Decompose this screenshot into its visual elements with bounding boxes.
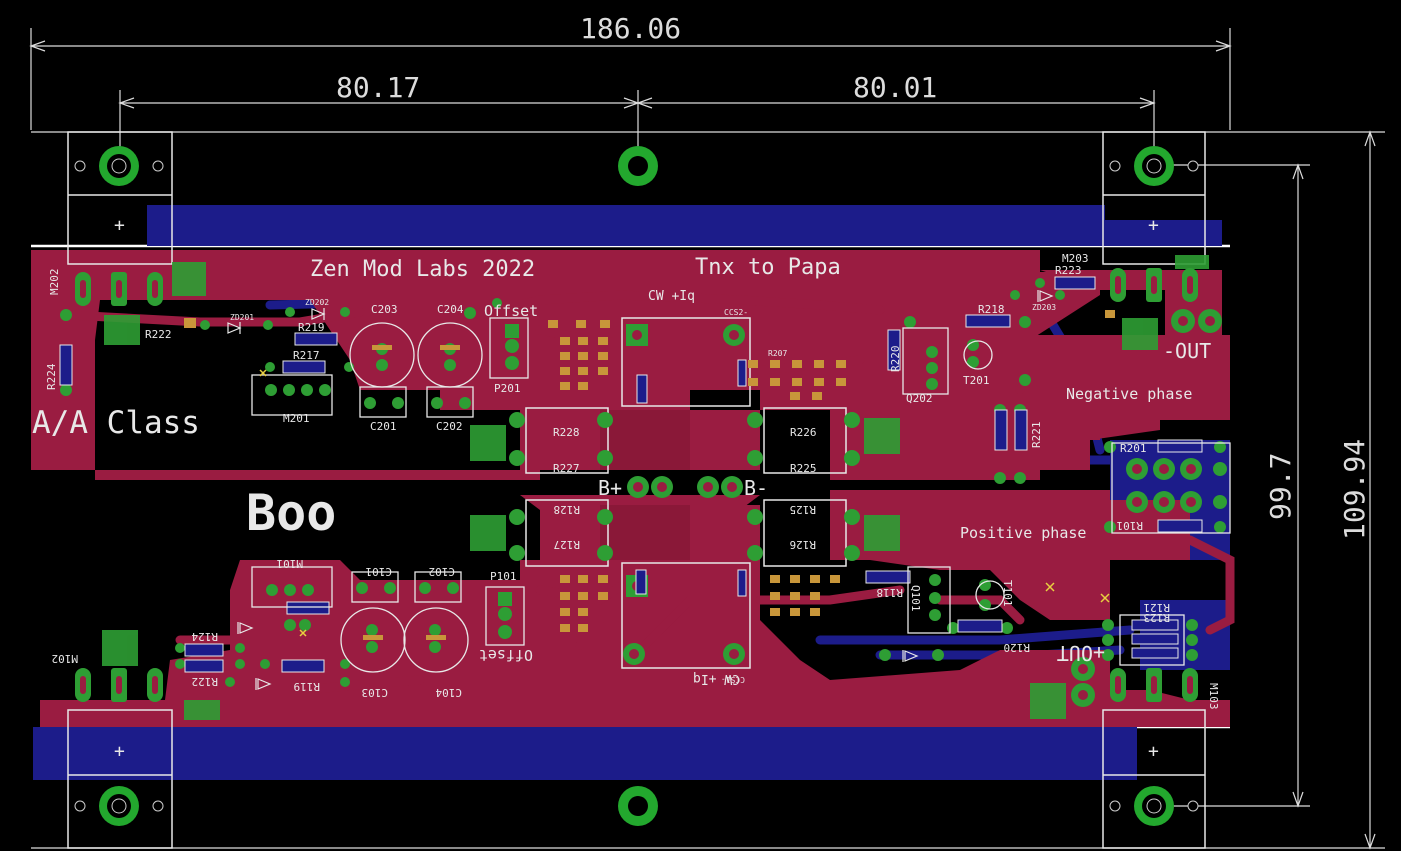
ref-t201: T201	[963, 374, 990, 387]
ref-ccs1: CCS1-	[721, 675, 745, 684]
ref-c204: C204	[437, 303, 464, 316]
ref-r124: R124	[191, 630, 218, 643]
ref-p201: P201	[494, 382, 521, 395]
ref-r126: R126	[790, 538, 817, 551]
dim-overall-width: 186.06	[580, 12, 681, 45]
mosfet-outlines	[67, 131, 1206, 849]
ref-r201: R201	[1120, 442, 1147, 455]
ref-c104: C104	[435, 686, 462, 699]
ref-r221: R221	[1030, 422, 1043, 449]
label-thanks: Tnx to Papa	[695, 255, 841, 280]
ref-q101: Q101	[909, 585, 922, 612]
dim-left-span: 80.17	[336, 71, 420, 104]
ref-r222: R222	[145, 328, 172, 341]
label-b-plus: B+	[598, 476, 622, 500]
ref-c203: C203	[371, 303, 398, 316]
dim-overall-height: 109.94	[1338, 439, 1371, 540]
ref-r121: R121	[1144, 601, 1171, 614]
ref-r223: R223	[1055, 264, 1082, 277]
ref-r217: R217	[293, 349, 320, 362]
label-offset-bottom: Offset	[479, 646, 533, 664]
fiducial-marks	[259, 369, 1110, 637]
ref-r218: R218	[978, 303, 1005, 316]
ref-r228: R228	[553, 426, 580, 439]
ref-r119: R119	[294, 680, 321, 693]
ref-zd201: ZD201	[230, 313, 254, 322]
ref-r225: R225	[790, 462, 817, 475]
label-out-top: -OUT	[1163, 339, 1211, 363]
via-grids	[102, 255, 1209, 720]
ref-r227: R227	[553, 462, 580, 475]
label-b-minus: B-	[744, 476, 768, 500]
label-positive-phase: Positive phase	[960, 524, 1086, 542]
label-ccs-bottom: CW +Iq	[693, 671, 740, 686]
dim-right-span: 80.01	[853, 71, 937, 104]
ref-r127: R127	[554, 538, 581, 551]
ref-m101: M101	[277, 557, 304, 570]
heatsink-plus-marks: + + + +	[114, 215, 1159, 762]
label-zen-mod-labs: Zen Mod Labs 2022	[310, 257, 535, 282]
ref-m202: M202	[48, 269, 61, 296]
label-ccs-top: CW +Iq	[648, 289, 695, 304]
label-offset-top: Offset	[484, 302, 538, 320]
ref-c102: C102	[429, 565, 456, 578]
ref-q202: Q202	[906, 392, 933, 405]
ref-r122: R122	[192, 675, 219, 688]
part-designators: M202 M203 M102 M103 R224 R222 R219 R217 …	[45, 252, 1220, 710]
ref-r207: R207	[768, 349, 787, 358]
ref-r120: R120	[1004, 641, 1031, 654]
ref-m201: M201	[283, 412, 310, 425]
ref-m203: M203	[1062, 252, 1089, 265]
ref-r118: R118	[877, 586, 904, 599]
ref-p101: P101	[490, 570, 517, 583]
ref-r219: R219	[298, 321, 325, 334]
dim-inner-height: 99.7	[1264, 453, 1297, 520]
ref-c103: C103	[362, 686, 389, 699]
mounting-holes	[74, 146, 1199, 826]
label-out-bottom: +OUT	[1057, 641, 1105, 665]
ref-r220: R220	[889, 346, 902, 373]
ref-ccs2: CCS2-	[724, 308, 748, 317]
smd-components	[59, 276, 1231, 690]
ref-r224: R224	[45, 363, 58, 390]
ref-m102: M102	[52, 652, 79, 665]
ref-m103: M103	[1207, 683, 1220, 710]
label-class: A/A Class	[32, 405, 200, 441]
svg-text:+: +	[114, 741, 125, 762]
ref-c201: C201	[370, 420, 397, 433]
ref-r125: R125	[790, 503, 817, 516]
ref-r226: R226	[790, 426, 817, 439]
ref-c101: C101	[366, 565, 393, 578]
ref-r128: R128	[554, 503, 581, 516]
ref-zd202: ZD202	[305, 298, 329, 307]
label-boo: Boo	[246, 484, 336, 542]
ref-zd203: ZD203	[1032, 303, 1056, 312]
ref-r101: R101	[1117, 519, 1144, 532]
power-transistor-pads	[75, 268, 1198, 702]
ref-t101: T101	[1001, 580, 1014, 607]
through-hole-pads	[60, 278, 1227, 707]
svg-text:+: +	[1148, 741, 1159, 762]
label-negative-phase: Negative phase	[1066, 385, 1192, 403]
ref-c202: C202	[436, 420, 463, 433]
svg-text:+: +	[114, 215, 125, 236]
svg-text:+: +	[1148, 215, 1159, 236]
ref-r123: R123	[1144, 611, 1171, 624]
